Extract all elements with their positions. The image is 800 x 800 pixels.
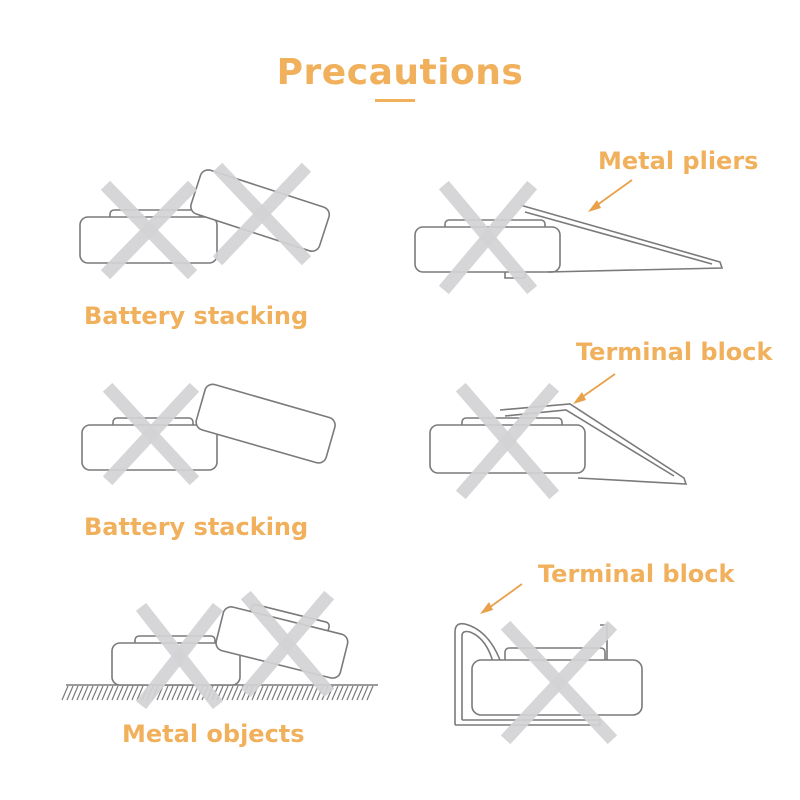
hatch-line (266, 685, 274, 701)
prohibited-x-icon (455, 382, 560, 500)
hatch-line (71, 685, 79, 701)
prohibited-x-icon (240, 590, 335, 698)
page-title: Precautions (276, 52, 524, 93)
hatch-line (111, 685, 119, 701)
hatch-line (176, 685, 184, 701)
panel-terminal-block-2 (454, 583, 643, 745)
hatch-line (131, 685, 139, 701)
hatch-line (181, 685, 189, 701)
hatch-line (341, 685, 349, 701)
hatch-line (286, 685, 294, 701)
hatch-line (81, 685, 89, 701)
pointer-arrow-icon (573, 373, 616, 404)
hatch-line (306, 685, 314, 701)
label-battery-stacking-1: Battery stacking (84, 302, 309, 330)
hatch-line (336, 685, 344, 701)
hatch-line (186, 685, 194, 701)
hatch-line (121, 685, 129, 701)
hatch-line (231, 685, 239, 701)
prohibited-x-icon (100, 180, 198, 280)
hatch-line (346, 685, 354, 701)
panel-terminal-block-1 (429, 373, 688, 500)
hatch-line (226, 685, 234, 701)
pointer-arrow-icon (588, 179, 633, 212)
hatch-line (86, 685, 94, 701)
hatch-line (296, 685, 304, 701)
hatch-line (351, 685, 359, 701)
hatch-line (356, 685, 364, 701)
hatch-line (171, 685, 179, 701)
label-metal-objects: Metal objects (122, 720, 305, 748)
prohibited-x-icon (212, 162, 312, 266)
hatch-line (91, 685, 99, 701)
pointer-arrow-icon (480, 583, 523, 614)
hatch-line (126, 685, 134, 701)
prohibited-x-icon (500, 620, 618, 745)
hatch-line (271, 685, 279, 701)
hatch-line (291, 685, 299, 701)
hatch-line (361, 685, 369, 701)
hatch-line (66, 685, 74, 701)
hatch-line (221, 685, 229, 701)
prohibited-x-icon (438, 180, 538, 295)
panel-metal-objects (61, 590, 378, 710)
label-metal-pliers: Metal pliers (598, 147, 759, 175)
hatch-line (281, 685, 289, 701)
hatch-line (301, 685, 309, 701)
panel-metal-pliers (414, 179, 724, 295)
prohibited-x-icon (135, 602, 224, 710)
hatch-line (161, 685, 169, 701)
hatch-line (61, 685, 69, 701)
label-terminal-block-1: Terminal block (576, 338, 773, 366)
prohibited-x-icon (102, 382, 200, 486)
hatch-line (136, 685, 144, 701)
hatch-line (101, 685, 109, 701)
hatch-line (331, 685, 339, 701)
hatch-line (116, 685, 124, 701)
hatch-line (76, 685, 84, 701)
label-terminal-block-2: Terminal block (538, 560, 735, 588)
hatch-line (166, 685, 174, 701)
hatch-line (366, 685, 374, 701)
hatch-line (256, 685, 264, 701)
battery-tilted (195, 383, 336, 464)
title-underline (375, 99, 415, 102)
hatch-line (261, 685, 269, 701)
label-battery-stacking-2: Battery stacking (84, 513, 309, 541)
panel-battery-stacking-2 (81, 382, 336, 486)
hatch-line (276, 685, 284, 701)
hatch-line (106, 685, 114, 701)
panel-battery-stacking-1 (79, 162, 331, 280)
hatch-line (96, 685, 104, 701)
